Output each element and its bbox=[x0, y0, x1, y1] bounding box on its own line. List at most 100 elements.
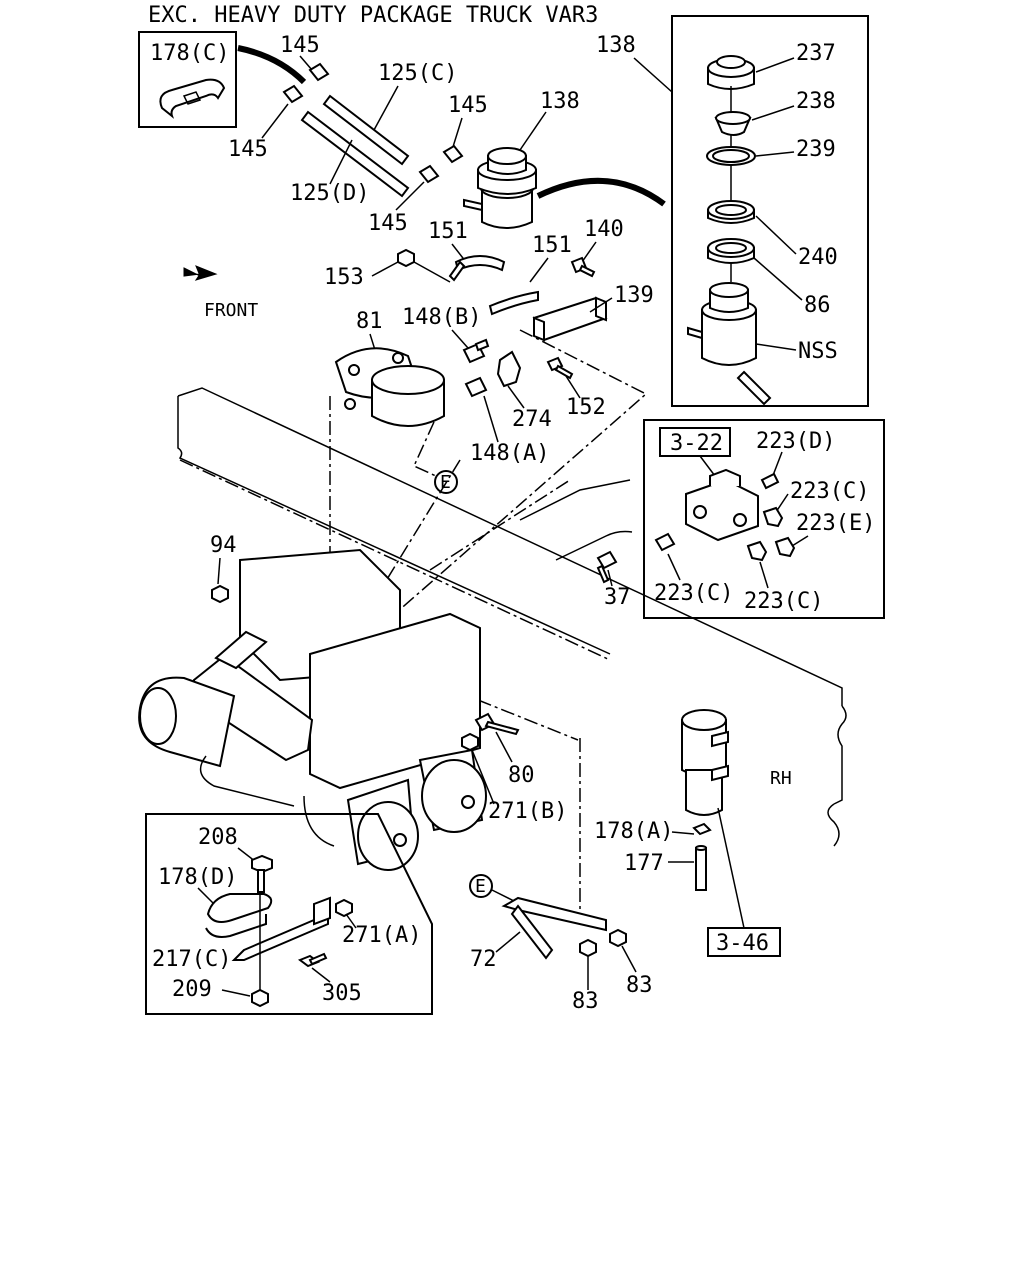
label-271b: 271(B) bbox=[488, 799, 567, 824]
leader-209 bbox=[221, 989, 251, 997]
nut-94 bbox=[211, 584, 229, 604]
brake-chamber-left bbox=[138, 676, 236, 768]
fitting-145-low bbox=[418, 164, 440, 184]
bolt-37 bbox=[596, 550, 618, 584]
bolt-208 bbox=[251, 854, 273, 893]
label-148a: 148(A) bbox=[470, 441, 549, 466]
fitting-223c-a bbox=[762, 506, 784, 528]
leader-223c-b bbox=[667, 553, 681, 581]
leader-271b bbox=[471, 749, 495, 805]
fitting-145-mid bbox=[442, 144, 464, 164]
bolt-305 bbox=[297, 952, 328, 968]
label-83-a: 83 bbox=[572, 989, 599, 1014]
clip-178c-icon bbox=[159, 78, 226, 119]
bolt-140 bbox=[570, 256, 596, 278]
label-151-b: 151 bbox=[532, 233, 572, 258]
label-305: 305 bbox=[322, 981, 362, 1006]
label-152: 152 bbox=[566, 395, 606, 420]
band-151-b bbox=[488, 290, 539, 316]
label-nss: NSS bbox=[798, 339, 838, 364]
leader-138-tank bbox=[519, 111, 547, 151]
label-138-tank: 138 bbox=[540, 89, 580, 114]
label-217c: 217(C) bbox=[152, 947, 231, 972]
hose-125d bbox=[300, 110, 410, 198]
cap-237 bbox=[707, 55, 755, 90]
inset-322-frame bbox=[643, 419, 885, 619]
leader-94 bbox=[217, 557, 221, 585]
leader-139 bbox=[589, 297, 613, 313]
bolt-80 bbox=[474, 712, 520, 736]
leader-138-arrow bbox=[536, 177, 666, 207]
inset-bottom-frame bbox=[145, 813, 433, 1015]
label-237: 237 bbox=[796, 41, 836, 66]
bracket-139 bbox=[532, 296, 608, 342]
clip-178d bbox=[205, 893, 273, 938]
label-223c-b: 223(C) bbox=[654, 581, 733, 606]
fitting-145-left bbox=[282, 84, 304, 104]
label-208: 208 bbox=[198, 825, 238, 850]
leader-145-mid bbox=[451, 117, 463, 151]
label-139: 139 bbox=[614, 283, 654, 308]
leader-145-left bbox=[261, 103, 289, 139]
fitting-145-top bbox=[308, 62, 330, 82]
leader-152 bbox=[565, 375, 581, 399]
leader-145-top bbox=[299, 55, 313, 71]
leader-e-bottom bbox=[491, 889, 517, 903]
fitting-148b bbox=[462, 338, 490, 364]
fitting-148a bbox=[464, 376, 488, 398]
nut-153 bbox=[397, 248, 415, 268]
label-front: FRONT bbox=[204, 300, 258, 321]
label-ref-346: 3-46 bbox=[716, 931, 769, 956]
nut-271a bbox=[335, 898, 353, 918]
leader-238 bbox=[751, 105, 795, 121]
leader-271a bbox=[345, 913, 357, 929]
label-153: 153 bbox=[324, 265, 364, 290]
label-223c-a: 223(C) bbox=[790, 479, 869, 504]
label-148b: 148(B) bbox=[402, 305, 481, 330]
dash-e-top bbox=[413, 421, 437, 477]
nut-209 bbox=[251, 988, 269, 1008]
leader-223c-a bbox=[775, 493, 789, 513]
label-72: 72 bbox=[470, 947, 497, 972]
clip-178a bbox=[692, 822, 712, 836]
leader-125c bbox=[373, 85, 399, 131]
label-274: 274 bbox=[512, 407, 552, 432]
label-151-a: 151 bbox=[428, 219, 468, 244]
label-178c-inset: 178(C) bbox=[150, 41, 229, 66]
leader-223e bbox=[791, 535, 809, 547]
label-ref-322: 3-22 bbox=[670, 431, 723, 456]
label-223d: 223(D) bbox=[756, 429, 835, 454]
label-37: 37 bbox=[604, 585, 631, 610]
nut-83-b bbox=[609, 928, 627, 948]
leader-138-box bbox=[633, 57, 673, 93]
reservoir-body-nss bbox=[687, 282, 772, 406]
label-e-bottom: E bbox=[475, 876, 486, 897]
label-145-low: 145 bbox=[368, 211, 408, 236]
label-239: 239 bbox=[796, 137, 836, 162]
leader-346 bbox=[717, 807, 745, 929]
leader-140 bbox=[581, 241, 597, 263]
label-145-top: 145 bbox=[280, 33, 320, 58]
fitting-223e bbox=[774, 536, 796, 558]
circle-e-bottom: E bbox=[469, 874, 493, 898]
label-177: 177 bbox=[624, 851, 664, 876]
label-178d: 178(D) bbox=[158, 865, 237, 890]
brake-chamber-right bbox=[418, 748, 487, 833]
leader-274 bbox=[507, 385, 525, 409]
inset-138-frame bbox=[671, 15, 869, 407]
leader-148b bbox=[451, 329, 469, 349]
leader-223c-c bbox=[759, 561, 769, 589]
leader-153 bbox=[371, 261, 399, 277]
label-209: 209 bbox=[172, 977, 212, 1002]
frame-rail bbox=[177, 329, 847, 920]
ref-box-346 bbox=[707, 927, 781, 957]
pin-177 bbox=[695, 845, 707, 891]
brake-line-lower bbox=[303, 795, 335, 847]
brake-line-left bbox=[199, 755, 295, 807]
reservoir-tank-138 bbox=[463, 147, 537, 229]
leader-239 bbox=[755, 151, 795, 157]
leader-240 bbox=[755, 215, 797, 255]
ref-box-322 bbox=[659, 427, 731, 457]
ring-239 bbox=[706, 146, 756, 166]
